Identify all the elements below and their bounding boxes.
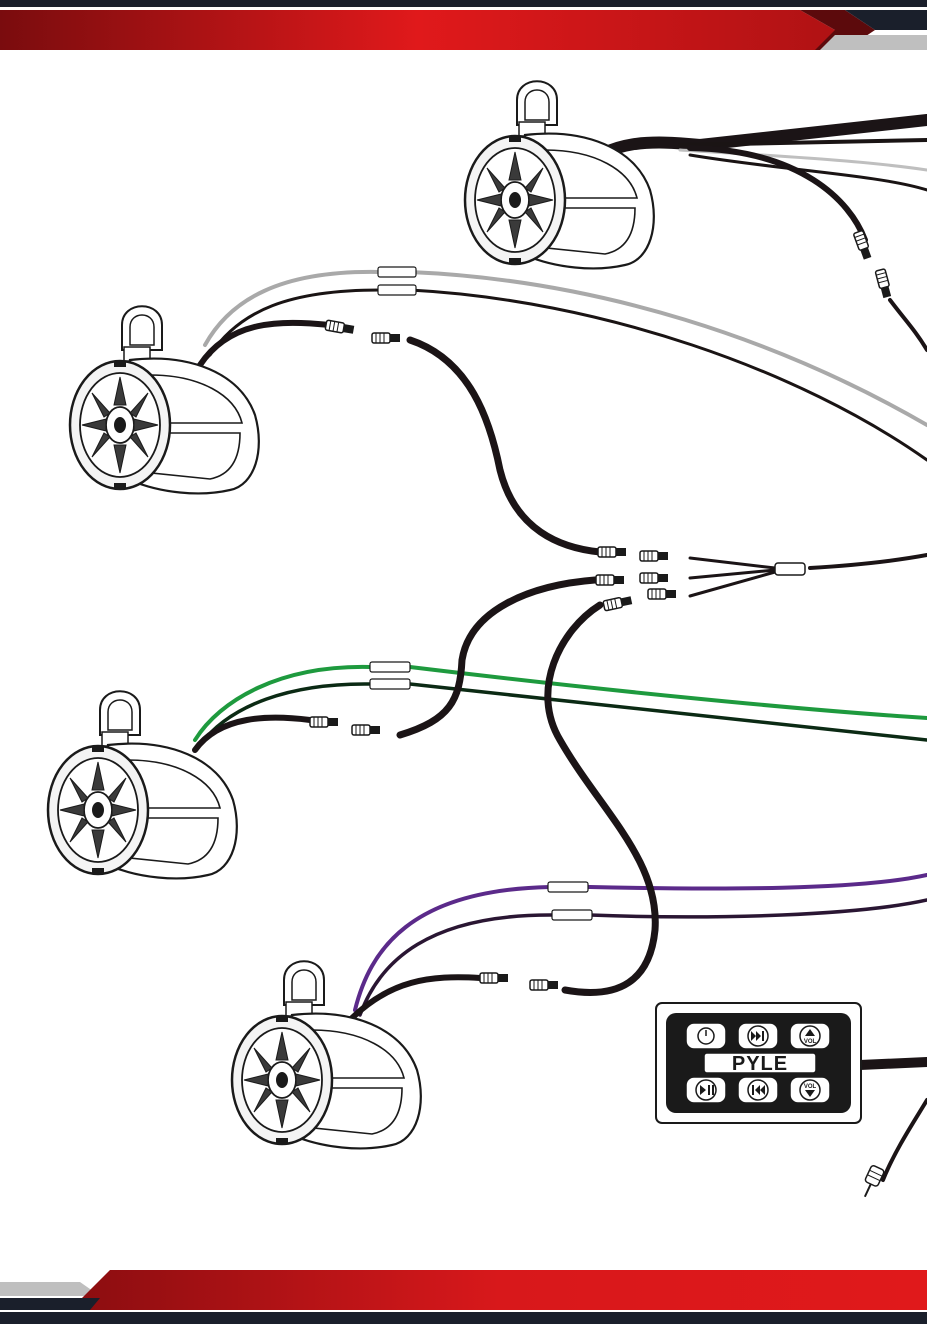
inline-fuses — [370, 267, 592, 920]
fuse-dark-green — [370, 679, 410, 689]
cable-upper-left — [200, 323, 330, 365]
previous-track-button[interactable] — [738, 1077, 778, 1103]
fuse-purple — [548, 882, 588, 892]
cable-connector-down — [890, 300, 927, 350]
volume-down-button[interactable]: VOL — [790, 1077, 830, 1103]
fuse-dark-purple — [552, 910, 592, 920]
volume-up-button[interactable]: VOL — [790, 1023, 830, 1049]
speaker-middle-left — [48, 691, 237, 878]
splitter-main — [810, 555, 927, 568]
speaker-top-right — [465, 81, 654, 268]
bluetooth-controller: PYLE VOL — [656, 1003, 861, 1123]
fuse-gray — [378, 267, 416, 277]
top-banner — [0, 0, 927, 50]
wire-dark-purple — [360, 900, 927, 1015]
vol-label-up: VOL — [804, 1039, 817, 1045]
power-mode-button[interactable] — [686, 1023, 726, 1049]
fuse-black-upper — [378, 285, 416, 295]
play-pause-button[interactable] — [686, 1077, 726, 1103]
brand-logo: PYLE — [732, 1053, 788, 1075]
cable-connectors — [310, 230, 892, 990]
vol-label-down: VOL — [804, 1084, 817, 1090]
controller-cable — [860, 1062, 927, 1065]
wire-purple — [355, 875, 927, 1010]
cable-bottom-to-splitter — [548, 605, 655, 993]
cable-upper-to-splitter — [410, 340, 600, 552]
cable-middle-left — [195, 718, 310, 750]
wire-black-top-2 — [690, 155, 927, 190]
bottom-banner — [0, 1270, 927, 1324]
next-track-button[interactable] — [738, 1023, 778, 1049]
splitter-leads — [690, 558, 775, 596]
fuse-green — [370, 662, 410, 672]
cable-bottom — [350, 977, 480, 1020]
aux-cable — [883, 1100, 927, 1180]
wire-dark-green — [200, 684, 927, 745]
wire-black-upper — [210, 290, 927, 460]
wire-splitter — [775, 563, 805, 575]
cable-middle-to-splitter — [400, 580, 595, 735]
aux-plug-icon — [859, 1165, 885, 1200]
